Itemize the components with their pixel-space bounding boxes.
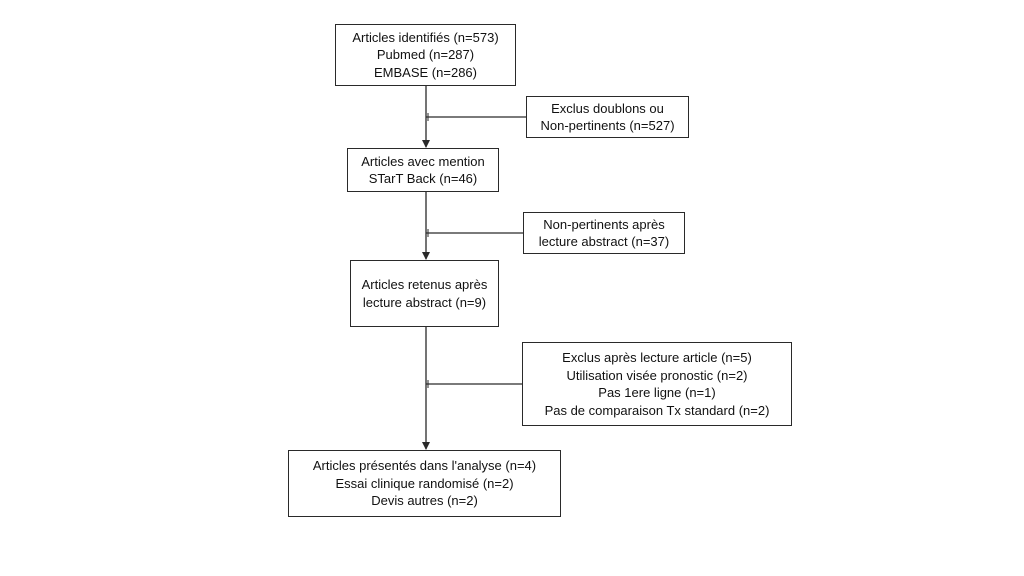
- excluded-duplicates-line-2: Non-pertinents (n=527): [540, 118, 675, 133]
- excluded-article-total: Exclus après lecture article (n=5): [562, 350, 752, 365]
- analysis-rct: Essai clinique randomisé (n=2): [335, 475, 514, 491]
- identified-total: Articles identifiés (n=573): [352, 29, 499, 45]
- excluded-article-comparison: Pas de comparaison Tx standard (n=2): [544, 402, 770, 418]
- excluded-article-first-line: Pas 1ere ligne (n=1): [598, 385, 716, 400]
- identified-articles-box: Articles identifiés (n=573) Pubmed (n=28…: [335, 24, 516, 86]
- retained-articles-box: Articles retenus après lecture abstract …: [350, 260, 499, 327]
- excluded-abstract-line-2: lecture abstract (n=37): [538, 234, 670, 249]
- identified-embase: EMBASE (n=286): [374, 64, 477, 80]
- excluded-article-box: Exclus après lecture article (n=5) Utili…: [522, 342, 792, 426]
- excluded-abstract-box: Non-pertinents après lecture abstract (n…: [523, 212, 685, 254]
- analysis-articles-box: Articles présentés dans l'analyse (n=4) …: [288, 450, 561, 517]
- start-back-line-2: STarT Back (n=46): [368, 171, 478, 186]
- analysis-total: Articles présentés dans l'analyse (n=4): [312, 458, 537, 474]
- excluded-duplicates-line-1: Exclus doublons ou: [551, 100, 664, 116]
- excluded-abstract-line-1: Non-pertinents après: [543, 216, 665, 232]
- excluded-duplicates-box: Exclus doublons ou Non-pertinents (n=527…: [526, 96, 689, 138]
- retained-line-2: lecture abstract (n=9): [362, 294, 487, 310]
- excluded-article-prognostic: Utilisation visée pronostic (n=2): [566, 367, 748, 383]
- retained-line-1: Articles retenus après: [361, 277, 488, 292]
- start-back-line-1: Articles avec mention: [361, 153, 485, 169]
- identified-pubmed: Pubmed (n=287): [376, 47, 475, 63]
- analysis-other-designs: Devis autres (n=2): [371, 493, 478, 509]
- start-back-articles-box: Articles avec mention STarT Back (n=46): [347, 148, 499, 192]
